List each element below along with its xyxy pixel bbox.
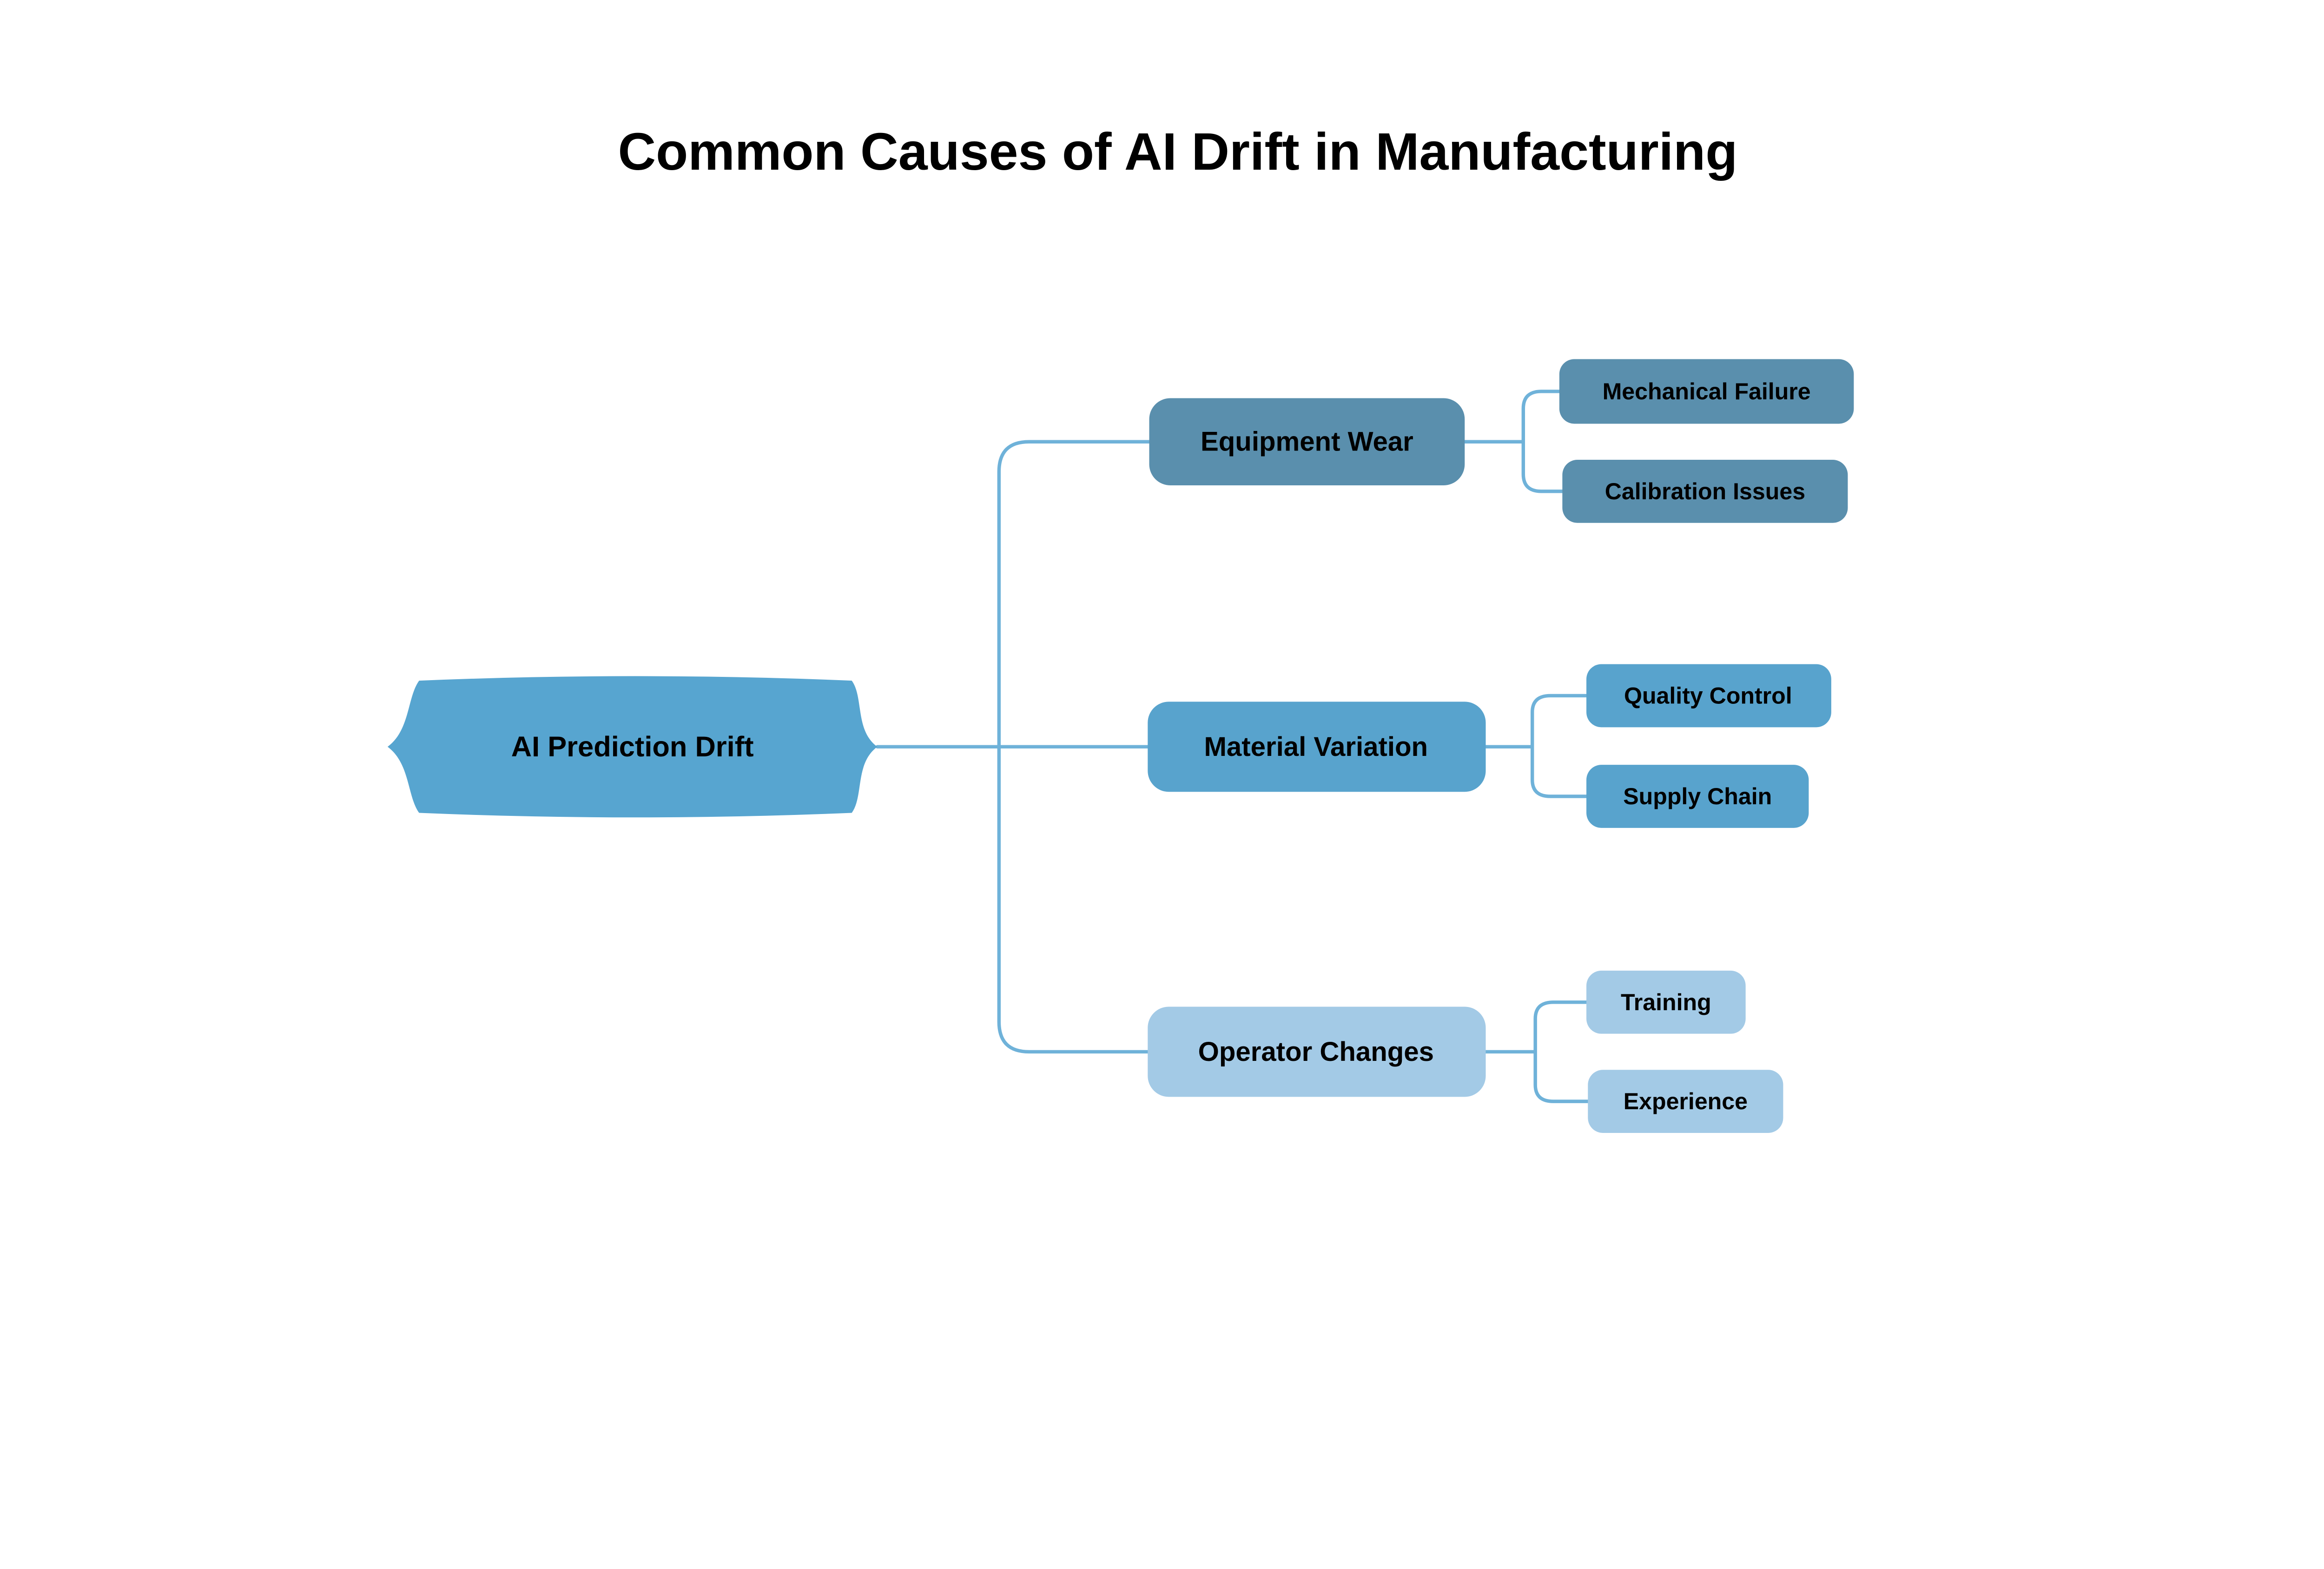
child-node-quality-control-label: Quality Control <box>1624 682 1792 708</box>
connector-operator-changes-children <box>1484 1000 1593 1103</box>
branch-node-material-variation: Material Variation <box>1148 702 1486 792</box>
child-node-calibration-issues: Calibration Issues <box>1562 460 1848 523</box>
branch-node-operator-changes-label: Operator Changes <box>1198 1037 1434 1067</box>
connector-root-to-operator-changes <box>997 745 1150 1054</box>
child-node-training: Training <box>1586 970 1746 1034</box>
connector-material-variation-children <box>1484 694 1588 798</box>
branch-node-equipment-wear-label: Equipment Wear <box>1201 427 1413 457</box>
child-node-calibration-issues-label: Calibration Issues <box>1605 478 1805 504</box>
branch-node-material-variation-label: Material Variation <box>1204 732 1428 762</box>
child-node-calibration-issues-shape <box>1562 460 1848 523</box>
diagram-title: Common Causes of AI Drift in Manufacturi… <box>618 122 1737 181</box>
branch-node-operator-changes-shape <box>1148 1006 1486 1097</box>
child-node-quality-control-shape <box>1586 664 1831 728</box>
child-node-mechanical-failure: Mechanical Failure <box>1559 359 1854 424</box>
branch-node-equipment-wear: Equipment Wear <box>1149 398 1465 485</box>
root-node-shape <box>387 676 878 818</box>
mindmap-page: Common Causes of AI Drift in Manufacturi… <box>387 122 1854 1133</box>
child-node-mechanical-failure-label: Mechanical Failure <box>1603 378 1811 404</box>
branch-node-operator-changes: Operator Changes <box>1148 1006 1486 1097</box>
child-node-experience-shape <box>1588 1070 1783 1133</box>
root-node: AI Prediction Drift <box>387 676 878 818</box>
connector-equipment-wear-children <box>1463 390 1565 493</box>
mindmap-diagram: Common Causes of AI Drift in Manufacturi… <box>387 122 1854 1133</box>
child-node-quality-control: Quality Control <box>1586 664 1831 728</box>
child-node-supply-chain: Supply Chain <box>1586 765 1809 828</box>
child-node-supply-chain-shape <box>1586 765 1809 828</box>
branch-node-material-variation-shape <box>1148 702 1486 792</box>
child-node-experience: Experience <box>1588 1070 1783 1133</box>
branch-node-equipment-wear-shape <box>1149 398 1465 485</box>
connector-root-to-equipment-wear <box>997 440 1151 749</box>
child-node-experience-label: Experience <box>1624 1088 1748 1114</box>
root-node-label: AI Prediction Drift <box>511 731 754 763</box>
child-node-training-label: Training <box>1621 989 1711 1015</box>
child-node-training-shape <box>1586 970 1746 1034</box>
child-node-supply-chain-label: Supply Chain <box>1623 783 1772 809</box>
child-node-mechanical-failure-shape <box>1559 359 1854 424</box>
